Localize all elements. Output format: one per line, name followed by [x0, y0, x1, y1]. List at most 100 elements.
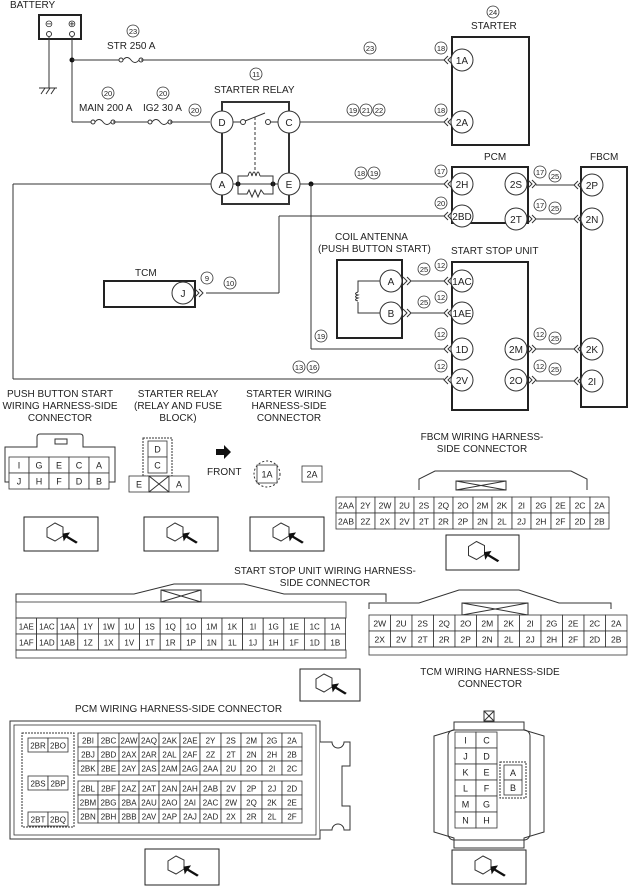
ref-number: 17 — [536, 201, 544, 210]
push-button-connector-pin: B — [96, 477, 102, 487]
relay-terminal-a: A — [219, 180, 226, 191]
ssu-left-connector-pin: 1X — [104, 639, 114, 648]
connector-chevron-icon — [443, 344, 449, 354]
pcm-terminal-2s-circle — [504, 172, 528, 196]
antenna-coil-icon — [355, 291, 360, 302]
ssu-left-connector-pin: 1AA — [60, 623, 76, 632]
fuse-end — [118, 57, 124, 63]
connector-chevron-icon — [447, 117, 453, 127]
starter-connector-title: STARTER WIRING HARNESS-SIDE CONNECTOR — [246, 389, 332, 424]
ssu-left-connector-pin: 1G — [268, 623, 279, 632]
fbcm-label: FBCM — [590, 152, 619, 163]
connector-chevron-icon — [531, 179, 537, 189]
battery-pos-terminal — [69, 31, 75, 37]
ssu-right-connector-pin: 2M — [481, 619, 493, 629]
pcm-connector-upper-pin: 2S — [226, 737, 236, 746]
push-button-connector-pin: J — [17, 477, 22, 487]
tcm-connector-pin: J — [463, 752, 468, 762]
pcm-connector-upper-pin: 2B — [287, 751, 297, 760]
ref-number: 12 — [437, 362, 445, 371]
ref-number: 12 — [536, 362, 544, 371]
pcm-connector-lower-pin: 2L — [268, 813, 277, 822]
ref-circle — [434, 41, 448, 55]
ground-icon — [40, 87, 46, 95]
ssu-right-connector-pin: 2T — [418, 635, 428, 645]
fbcm-terminal-2n: 2N — [586, 215, 599, 226]
arrow-icon — [288, 532, 304, 544]
ssu-right-connector-pin: 2N — [482, 635, 493, 645]
push-button-connector-pin-cell — [88, 472, 110, 490]
fbcm-connector-pin: 2H — [536, 517, 547, 527]
fbcm-connector-pin: 2K — [497, 501, 508, 511]
ssu-left-connector-pin: 1AF — [19, 639, 34, 648]
ref-number: 19 — [317, 332, 325, 341]
fuse-end — [147, 119, 153, 125]
ssu-terminal-2m: 2M — [509, 345, 523, 356]
battery-neg-terminal — [46, 31, 52, 37]
pcm-connector-title: PCM WIRING HARNESS-SIDE CONNECTOR — [75, 704, 283, 715]
tcm-label: TCM — [135, 268, 157, 279]
ref-circle — [314, 329, 328, 343]
ref-number: 12 — [437, 293, 445, 302]
ssu-left-connector-pin: 1AE — [19, 623, 34, 632]
pcm-connector-upper-pin: 2AG — [182, 765, 198, 774]
connector-chevron-icon — [531, 375, 537, 385]
front-label: FRONT — [207, 467, 242, 478]
starter-connector-pin-cell — [256, 464, 278, 484]
connector-chevron-icon — [527, 214, 533, 224]
ref-circle — [354, 166, 368, 180]
ssu-right-connector-pin: 2P — [461, 635, 472, 645]
pcm-side-connector-pin: 2BO — [50, 742, 66, 751]
ref-circle — [417, 262, 431, 276]
battery-neg-icon: ⊖ — [45, 19, 53, 30]
ref-number: 17 — [437, 167, 445, 176]
pcm-connector-upper-pin: 2BI — [82, 737, 94, 746]
pcm-connector-inner — [13, 724, 317, 836]
tcm-connector-pin: L — [463, 784, 468, 794]
battery-pos-icon: ⊕ — [68, 19, 76, 30]
ref-circle — [533, 327, 547, 341]
ref-circle — [126, 24, 140, 38]
ssu-connector-title: START STOP UNIT WIRING HARNESS-SIDE CONN… — [234, 566, 416, 589]
ssu-right-connector-pin: 2S — [418, 619, 429, 629]
ref-circle — [292, 360, 306, 374]
ssu-right-connector-pin: 2D — [589, 635, 600, 645]
starter-connector-pin-cell — [301, 465, 323, 483]
fbcm-connector-pin: 2AB — [338, 517, 354, 527]
ssu-left-connector-pin: 1V — [124, 639, 134, 648]
tcm-terminal-j: J — [181, 289, 186, 300]
relay-terminal-c: C — [285, 118, 292, 129]
ssu-left-outline — [15, 583, 387, 602]
battery-label: BATTERY — [10, 0, 56, 11]
ref-number: 11 — [252, 70, 260, 79]
fuse-ig2-label: IG2 30 A — [143, 103, 182, 114]
ref-number: 12 — [536, 330, 544, 339]
fbcm-connector-pin: 2W — [379, 501, 392, 511]
fuse-icon — [151, 119, 169, 125]
fbcm-terminal-2i: 2I — [588, 377, 596, 388]
pcm-connector-lower-pin: 2BG — [100, 799, 116, 808]
tcm-lock-x — [483, 710, 495, 722]
ref-circle — [548, 169, 562, 183]
connector-chevron-icon — [194, 288, 200, 298]
tcm-connector-pin: K — [462, 768, 468, 778]
pcm-box — [451, 166, 529, 224]
ref-circle — [548, 362, 562, 376]
fbcm-connector-pin: 2E — [555, 501, 566, 511]
fuse-main-label: MAIN 200 A — [79, 103, 133, 114]
pcm-connector-lower-pin: 2AI — [184, 799, 196, 808]
ssu-left-connector-pin: 1J — [249, 639, 257, 648]
relay-coil — [260, 175, 274, 184]
ref-circle — [434, 290, 448, 304]
ssu-left-connector-pin: 1W — [103, 623, 115, 632]
ssu-right-connector-pin: 2C — [589, 619, 600, 629]
ref-circle — [188, 103, 202, 117]
ref-number: 25 — [551, 204, 559, 213]
pcm-connector-lower-pin: 2AN — [162, 785, 178, 794]
pcm-connector-lower-pin: 2BN — [80, 813, 96, 822]
fbcm-terminal-2n-circle — [580, 207, 604, 231]
starter-box — [451, 36, 530, 146]
ref-number: 20 — [191, 106, 199, 115]
ssu-right-connector-pin: 2K — [504, 619, 515, 629]
ref-circle — [200, 271, 214, 285]
